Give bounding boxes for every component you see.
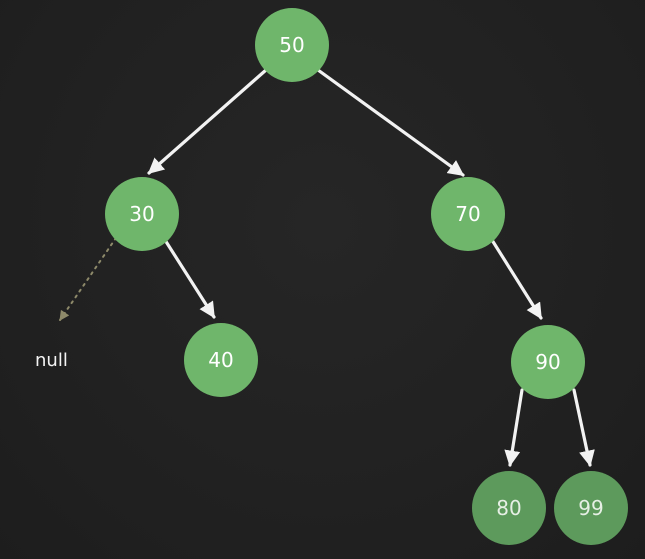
edge-90-80 bbox=[504, 388, 524, 467]
tree-node-90: 90 bbox=[511, 325, 585, 399]
tree-node-50: 50 bbox=[255, 8, 329, 82]
tree-node-70: 70 bbox=[431, 177, 505, 251]
edge-30-40 bbox=[163, 238, 216, 319]
edge-90-99 bbox=[572, 388, 595, 467]
tree-node-99: 99 bbox=[554, 471, 628, 545]
tree-node-40: 40 bbox=[184, 323, 258, 397]
edge-50-70 bbox=[316, 68, 465, 177]
node-value: 70 bbox=[455, 202, 480, 226]
node-value: 30 bbox=[129, 202, 154, 226]
edge-50-30 bbox=[147, 68, 268, 175]
node-value: 90 bbox=[535, 350, 560, 374]
null-label: null bbox=[35, 350, 68, 371]
tree-node-80: 80 bbox=[472, 471, 546, 545]
node-value: 80 bbox=[496, 496, 521, 520]
node-value: 40 bbox=[208, 348, 233, 372]
tree-node-30: 30 bbox=[105, 177, 179, 251]
node-value: 99 bbox=[578, 496, 603, 520]
node-value: 50 bbox=[279, 33, 304, 57]
edge-30-null bbox=[59, 231, 121, 321]
edge-70-90 bbox=[490, 238, 543, 320]
